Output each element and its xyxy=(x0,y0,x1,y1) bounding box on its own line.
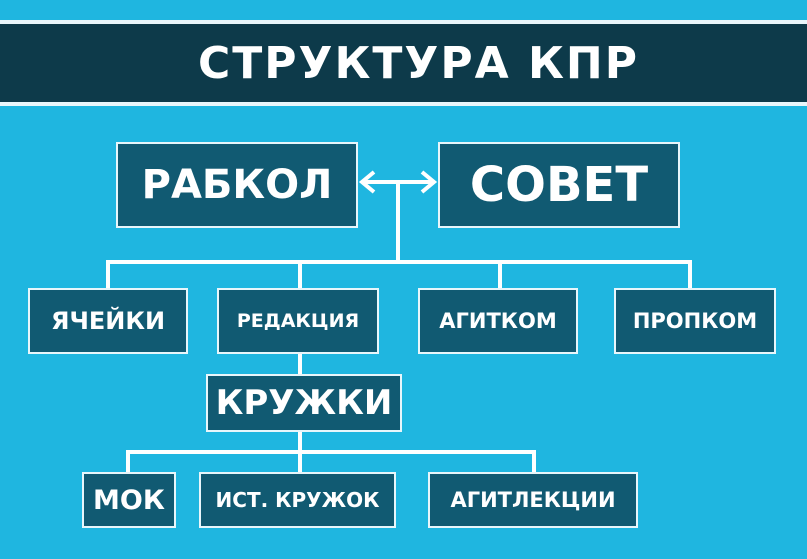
title-banner: СТРУКТУРА КПР xyxy=(0,20,807,106)
arrowhead-right xyxy=(420,170,438,194)
node-ist-kruzhok: ИСТ. КРУЖОК xyxy=(199,472,396,528)
node-redaktsiya: РЕДАКЦИЯ xyxy=(217,288,379,354)
node-sovet: СОВЕТ xyxy=(438,142,680,228)
node-rabkol: РАБКОЛ xyxy=(116,142,358,228)
node-kruzhki: КРУЖКИ xyxy=(206,374,402,432)
node-yacheiki: ЯЧЕЙКИ xyxy=(28,288,188,354)
arrowhead-left xyxy=(358,170,376,194)
node-agitkom: АГИТКОМ xyxy=(418,288,578,354)
diagram-title: СТРУКТУРА КПР xyxy=(197,37,640,89)
node-propkom: ПРОПКОМ xyxy=(614,288,776,354)
node-mok: МОК xyxy=(82,472,176,528)
node-agitlektsii: АГИТЛЕКЦИИ xyxy=(428,472,638,528)
